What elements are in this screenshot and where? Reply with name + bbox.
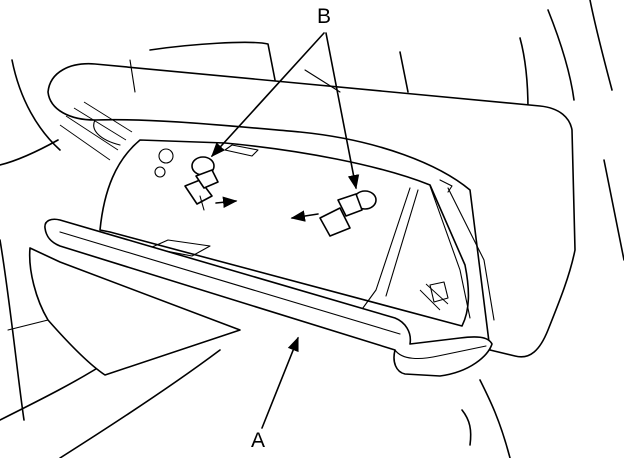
lower-panel [7,247,241,376]
glove-box-lid [44,218,493,377]
upper-dash-panel [47,59,576,358]
leader-lines [211,32,360,429]
stopper-left [184,156,238,211]
callout-a-label: A [251,429,266,452]
stopper-right [290,190,377,237]
callout-b-label: B [317,5,332,28]
